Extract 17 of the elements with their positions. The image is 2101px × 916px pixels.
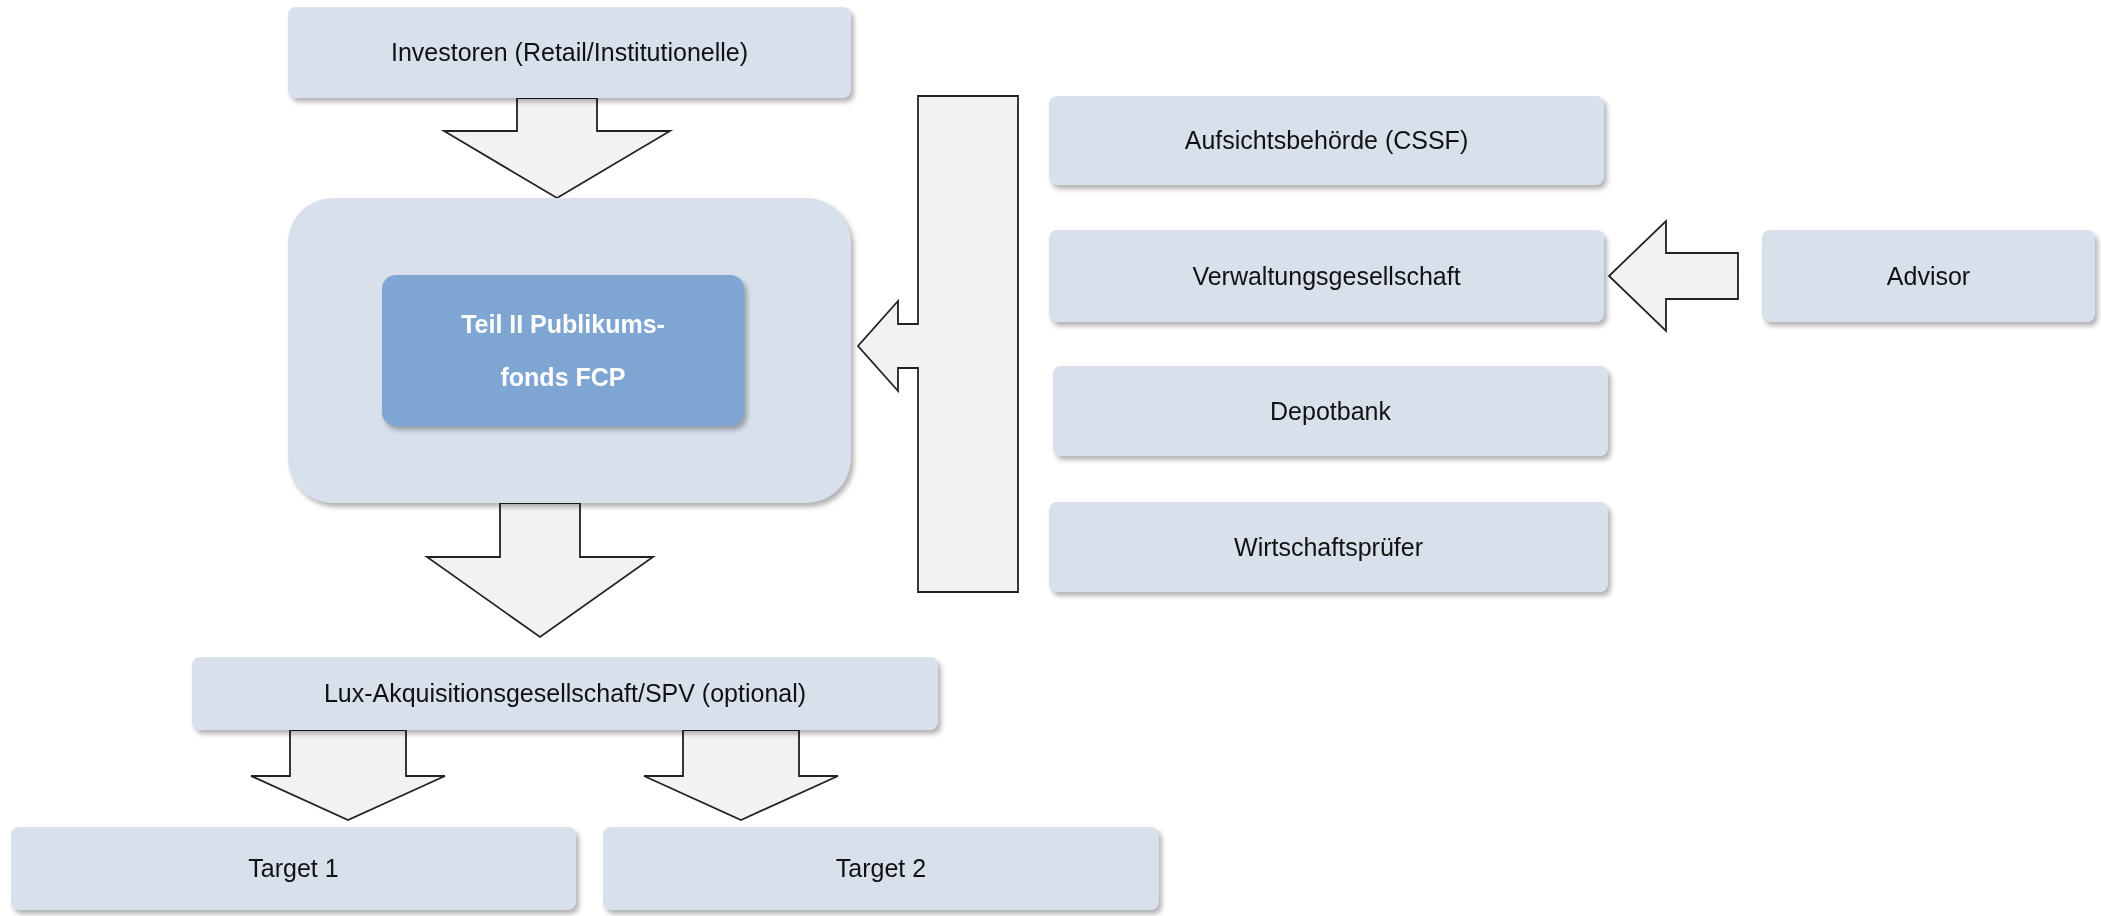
entity-box: Verwaltungsgesellschaft [1049,230,1604,322]
block-arrow [1607,218,1739,334]
block-arrow [440,97,674,200]
block-arrow [424,502,656,639]
block-arrow [643,729,839,821]
fund-box: Teil II Publikums- fonds FCP [382,275,744,426]
entity-box: Investoren (Retail/Institutionelle) [288,7,851,98]
entity-box: Target 2 [603,827,1159,910]
entity-box: Depotbank [1053,366,1608,456]
entity-box: Wirtschaftsprüfer [1049,502,1608,592]
entity-box: Target 1 [11,827,576,910]
block-arrow [250,729,446,821]
entity-box: Aufsichtsbehörde (CSSF) [1049,96,1604,185]
container-box [288,198,851,503]
entity-box: Lux-Akquisitionsgesellschaft/SPV (optional) [192,657,938,730]
entity-box: Advisor [1762,230,2095,322]
merge-arrow [856,95,1019,593]
